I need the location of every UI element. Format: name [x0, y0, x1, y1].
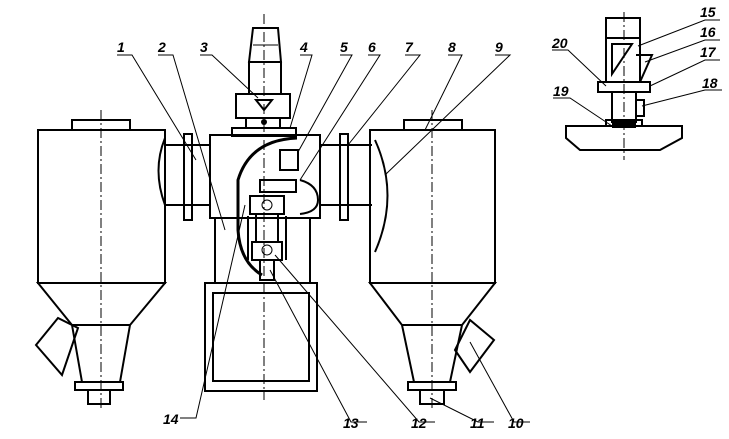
leader-lines [117, 19, 722, 423]
callout-16: 16 [700, 24, 716, 40]
callout-3: 3 [200, 39, 208, 55]
callout-labels: 1 2 3 4 5 6 7 8 9 10 11 12 13 14 15 16 1… [117, 4, 718, 431]
callout-1: 1 [117, 39, 125, 55]
callout-18: 18 [702, 75, 718, 91]
right-cyclone [367, 110, 498, 410]
callout-9: 9 [495, 39, 503, 55]
callout-8: 8 [448, 39, 456, 55]
callout-5: 5 [340, 39, 348, 55]
detail-view [565, 12, 683, 160]
left-cyclone [34, 110, 168, 410]
left-duct [165, 133, 210, 221]
callout-20: 20 [551, 35, 568, 51]
callout-14: 14 [163, 411, 179, 427]
callout-6: 6 [368, 39, 376, 55]
callout-4: 4 [299, 39, 308, 55]
spindle-assembly [236, 136, 320, 281]
callout-13: 13 [343, 415, 359, 431]
callout-10: 10 [508, 415, 524, 431]
central-housing [204, 27, 321, 392]
callout-2: 2 [157, 39, 166, 55]
callout-12: 12 [411, 415, 427, 431]
callout-17: 17 [700, 44, 717, 60]
callout-19: 19 [553, 83, 569, 99]
callout-7: 7 [405, 39, 414, 55]
right-duct [320, 133, 372, 221]
callout-15: 15 [700, 4, 716, 20]
callout-11: 11 [470, 415, 485, 431]
